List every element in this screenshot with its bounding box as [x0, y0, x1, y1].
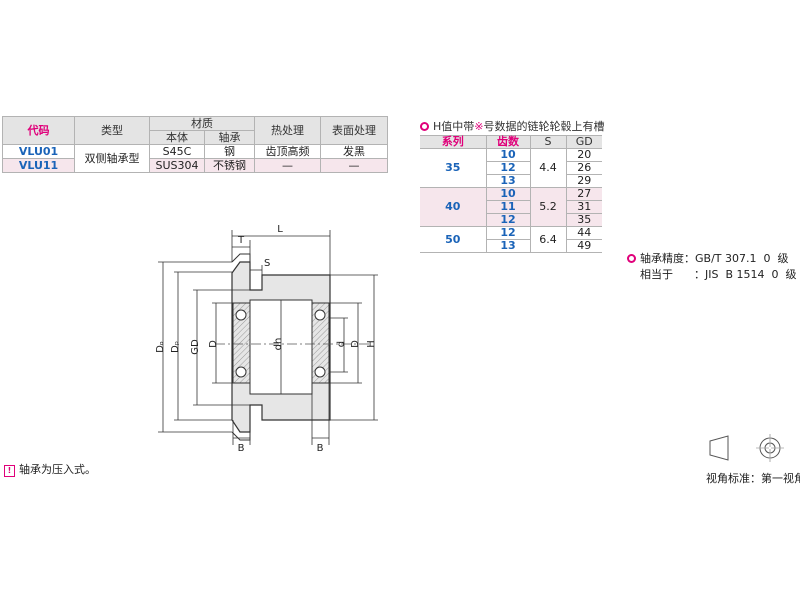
header-material: 材质 [149, 116, 255, 131]
row-type: 双侧轴承型 [74, 144, 150, 173]
teeth-value: 12 [485, 213, 530, 227]
warning-icon: ! [4, 465, 15, 477]
series-value: 50 [420, 226, 486, 253]
header-body: 本体 [149, 130, 205, 145]
gear-note-text-before: H值中带 [433, 120, 475, 133]
header-teeth: 齿数 [485, 135, 530, 149]
precision-line-1: 轴承精度：GB/T 307.1 0 级 [640, 252, 789, 265]
dim-label-B-left: B [238, 443, 245, 454]
table-row: 13 49 [420, 239, 602, 253]
gd-value: 31 [565, 200, 602, 214]
dim-label-Dp: Dₚ [170, 341, 181, 353]
teeth-value: 12 [485, 226, 530, 240]
row-code: VLU11 [2, 158, 75, 173]
dim-label-B-right: B [317, 443, 324, 454]
header-S: S [529, 135, 566, 149]
dim-label-dh: dh [273, 338, 284, 351]
s-value: 5.2 [529, 187, 566, 227]
gear-note-text-after: 号数据的链轮轮毂上有槽 [483, 120, 605, 133]
spec-table: 代码 类型 材质 热处理 表面处理 本体 轴承 VLU01 双侧轴承型 S45C… [2, 116, 388, 173]
table-row: 12 35 [420, 213, 602, 227]
bearing-right [311, 302, 330, 384]
table-row: VLU01 双侧轴承型 S45C 钢 齿顶高频 发黑 [2, 144, 388, 173]
header-GD: GD [565, 135, 602, 149]
table-row: 50 12 6.4 44 [420, 226, 602, 253]
gd-value: 49 [565, 239, 602, 253]
s-value: 4.4 [529, 148, 566, 188]
teeth-value: 13 [485, 174, 530, 188]
header-heat-treatment: 热处理 [254, 116, 321, 145]
dim-label-D-right: D [350, 340, 361, 348]
gd-value: 20 [565, 148, 602, 162]
row-body-material: S45C [149, 144, 205, 159]
series-value: 40 [420, 187, 486, 227]
dim-label-L: L [277, 224, 283, 235]
header-surface-treatment: 表面处理 [320, 116, 388, 145]
header-series: 系列 [420, 135, 486, 149]
row-heat-treatment: — [254, 158, 321, 173]
row-heat-treatment: 齿顶高频 [254, 144, 321, 159]
teeth-value: 10 [485, 187, 530, 201]
gear-table-note: H值中带※号数据的链轮轮毂上有槽 [420, 118, 605, 134]
sprocket-table: 系列 齿数 S GD 35 10 4.4 20 12 26 13 29 40 1… [420, 135, 602, 253]
table-row: 40 10 5.2 27 [420, 187, 602, 227]
teeth-value: 13 [485, 239, 530, 253]
table-row: 13 29 [420, 174, 602, 188]
gd-value: 27 [565, 187, 602, 201]
projection-label: 视角标准：第一视角 [706, 472, 800, 485]
bearing-left [232, 302, 251, 384]
table-row: 11 31 [420, 200, 602, 214]
dim-label-S: S [264, 258, 270, 269]
reference-mark: ※ [474, 120, 484, 133]
dim-label-d: d [336, 341, 347, 347]
circle-bullet-icon [627, 254, 636, 263]
header-type: 类型 [74, 116, 150, 145]
gd-value: 35 [565, 213, 602, 227]
dim-label-GD: GD [190, 339, 201, 355]
table-row: VLU11 SUS304 不锈钢 — — [2, 158, 388, 173]
first-angle-projection-icon [709, 434, 784, 462]
row-surface-treatment: 发黑 [320, 144, 388, 159]
dim-label-H: H [366, 340, 377, 348]
gd-value: 44 [565, 226, 602, 240]
dim-label-Do: Dₒ [155, 341, 166, 353]
header-bearing: 轴承 [204, 130, 255, 145]
row-bearing-material: 不锈钢 [204, 158, 255, 173]
circle-bullet-icon [420, 122, 429, 131]
row-bearing-material: 钢 [204, 144, 255, 159]
gd-value: 29 [565, 174, 602, 188]
table-row: 35 10 4.4 20 [420, 148, 602, 188]
row-code: VLU01 [2, 144, 75, 159]
table-row: 12 26 [420, 161, 602, 175]
dim-label-T: T [237, 235, 245, 246]
teeth-value: 12 [485, 161, 530, 175]
press-fit-note-text: 轴承为压入式。 [19, 463, 96, 476]
sprocket-drawing: L T S Dₒ Dₚ GD D dh d D H B B [155, 224, 378, 454]
teeth-value: 10 [485, 148, 530, 162]
header-code: 代码 [2, 116, 75, 145]
dim-label-D-left: D [208, 340, 219, 348]
row-body-material: SUS304 [149, 158, 205, 173]
gd-value: 26 [565, 161, 602, 175]
bearing-precision-note: 轴承精度：GB/T 307.1 0 级 [627, 250, 788, 266]
press-fit-note: ! 轴承为压入式。 [4, 461, 96, 477]
row-surface-treatment: — [320, 158, 388, 173]
precision-line-2: 相当于 ：JIS B 1514 0 级 [640, 268, 797, 281]
teeth-value: 11 [485, 200, 530, 214]
series-value: 35 [420, 148, 486, 188]
s-value: 6.4 [529, 226, 566, 253]
